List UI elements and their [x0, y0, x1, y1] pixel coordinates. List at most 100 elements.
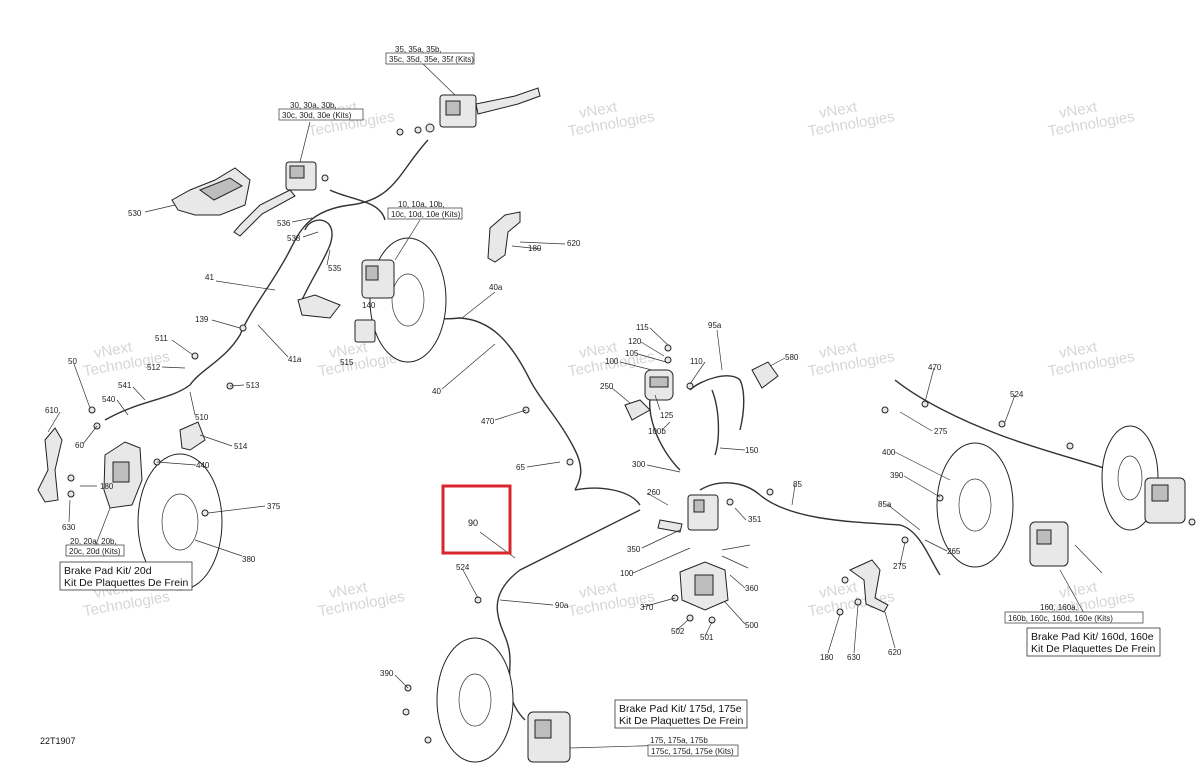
ref-524-mid: 524 [456, 563, 470, 572]
svg-text:vNext: vNext [818, 338, 860, 362]
ref-95a: 95a [708, 321, 722, 330]
ref-65: 65 [516, 463, 525, 472]
ref-351: 351 [748, 515, 762, 524]
callout-160[interactable]: 160, 160a, 160b, 160c, 160d, 160e (Kits) [1004, 603, 1144, 624]
diagram-id: 22T1907 [40, 736, 76, 746]
mount-bracket-500 [679, 544, 751, 611]
caliper-right-pad [1029, 521, 1069, 567]
svg-text:vNext: vNext [578, 98, 620, 122]
ref-524-right: 524 [1010, 390, 1024, 399]
callout-175[interactable]: 175, 175a, 175b 175c, 175d, 175e (Kits) [647, 736, 739, 757]
svg-text:vNext: vNext [93, 338, 135, 362]
svg-text:Brake Pad Kit/ 175d, 175e: Brake Pad Kit/ 175d, 175e [619, 703, 742, 715]
ref-275-upper: 275 [934, 427, 948, 436]
caliper-left [103, 441, 143, 509]
ref-115: 115 [636, 323, 649, 332]
svg-text:Kit De Plaquettes De Frein: Kit De Plaquettes De Frein [619, 715, 743, 727]
svg-text:vNext: vNext [328, 338, 370, 362]
callout-10[interactable]: 10, 10a, 10b, 10c, 10d, 10e (Kits) [387, 200, 463, 220]
ref-630-left: 630 [62, 523, 76, 532]
svg-text:vNext: vNext [578, 338, 620, 362]
ref-150: 150 [745, 446, 759, 455]
throttle-grip [487, 211, 521, 263]
kit-box-175[interactable]: Brake Pad Kit/ 175d, 175e Kit De Plaquet… [614, 699, 748, 729]
ref-535: 535 [328, 264, 342, 273]
ref-510: 510 [195, 413, 209, 422]
ref-85a: 85a [878, 500, 892, 509]
reservoir-assembly [624, 369, 674, 421]
brake-disc-front-left [369, 237, 447, 363]
ref-502: 502 [671, 627, 685, 636]
ref-300: 300 [632, 460, 646, 469]
ref-265: 265 [947, 547, 961, 556]
front-master-cylinder [396, 87, 541, 136]
svg-text:35c, 35d, 35e, 35f (Kits): 35c, 35d, 35e, 35f (Kits) [389, 55, 474, 64]
ref-630-right: 630 [847, 653, 861, 662]
svg-text:vNext: vNext [818, 578, 860, 602]
brake-pedal [849, 559, 889, 613]
svg-text:35, 35a, 35b,: 35, 35a, 35b, [395, 45, 442, 54]
svg-text:Kit De Plaquettes De Frein: Kit De Plaquettes De Frein [64, 577, 188, 589]
ref-610: 610 [45, 406, 59, 415]
bracket-610 [37, 427, 63, 503]
ref-370: 370 [640, 603, 654, 612]
ref-538: 538 [287, 234, 301, 243]
callout-35[interactable]: 35, 35a, 35b, 35c, 35d, 35e, 35f (Kits) [385, 45, 475, 65]
kit-box-20d[interactable]: Brake Pad Kit/ 20d Kit De Plaquettes De … [59, 561, 193, 591]
ref-440: 440 [196, 461, 210, 470]
ref-380: 380 [242, 555, 256, 564]
ref-620-top: 620 [567, 239, 581, 248]
ref-470-mid: 470 [481, 417, 495, 426]
ref-500: 500 [745, 621, 759, 630]
ref-390-rear: 390 [380, 669, 394, 678]
brake-disc-rear [436, 637, 514, 763]
svg-text:vNext: vNext [818, 98, 860, 122]
ref-540: 540 [102, 395, 116, 404]
brake-lines [104, 139, 1111, 721]
ref-41a: 41a [288, 355, 302, 364]
ref-180-left: 180 [100, 482, 114, 491]
ref-275-lower: 275 [893, 562, 907, 571]
caliper-right [1144, 477, 1186, 524]
ref-515: 515 [340, 358, 354, 367]
svg-text:30, 30a, 30b,: 30, 30a, 30b, [290, 101, 337, 110]
leader-lines [47, 60, 1103, 749]
kit-box-160[interactable]: Brake Pad Kit/ 160d, 160e Kit De Plaquet… [1026, 627, 1161, 657]
callout-30[interactable]: 30, 30a, 30b, 30c, 30d, 30e (Kits) [278, 101, 364, 121]
ref-100: 100 [620, 569, 634, 578]
proportioning-valve [657, 494, 719, 533]
brake-pad-left [179, 421, 206, 451]
ref-110: 110 [690, 357, 703, 366]
svg-text:Kit De Plaquettes De Frein: Kit De Plaquettes De Frein [1031, 643, 1155, 655]
ref-530: 530 [128, 209, 142, 218]
ref-125: 125 [660, 411, 674, 420]
handlebar-bracket [171, 167, 251, 216]
brake-pad-front [297, 294, 376, 343]
svg-text:10c, 10d, 10e (Kits): 10c, 10d, 10e (Kits) [391, 210, 461, 219]
ref-360: 360 [745, 584, 759, 593]
ref-100-upper: 100 [605, 357, 619, 366]
svg-text:vNext: vNext [578, 578, 620, 602]
ref-60: 60 [75, 441, 84, 450]
ref-50: 50 [68, 357, 77, 366]
ref-350: 350 [627, 545, 641, 554]
brake-disc-right-inner [936, 442, 1014, 568]
ref-536: 536 [277, 219, 291, 228]
ref-513: 513 [246, 381, 260, 390]
callout-20[interactable]: 20, 20a, 20b, 20c, 20d (Kits) [65, 537, 125, 557]
highlight-box[interactable] [441, 484, 512, 555]
svg-text:175, 175a, 175b: 175, 175a, 175b [650, 736, 708, 745]
ref-470-right: 470 [928, 363, 942, 372]
svg-text:vNext: vNext [328, 578, 370, 602]
ref-250: 250 [600, 382, 614, 391]
ref-40: 40 [432, 387, 441, 396]
ref-511: 511 [155, 334, 168, 343]
reference-numbers: 530 536 538 41 535 140 515 139 511 512 4… [45, 209, 1024, 678]
svg-text:vNext: vNext [1058, 98, 1100, 122]
ref-514: 514 [234, 442, 248, 451]
